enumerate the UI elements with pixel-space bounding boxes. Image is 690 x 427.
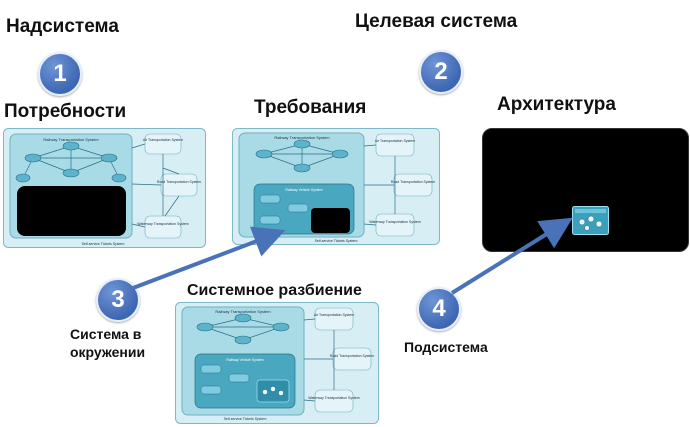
needs-redaction-box	[17, 186, 126, 236]
architecture-subsystem-thumbnail	[572, 206, 609, 235]
road-system-text: Road Transportation System	[157, 180, 201, 184]
requirements-redaction-box	[311, 208, 350, 233]
system-in-environment-label: Система в окружении	[70, 325, 145, 361]
badge-4: 4	[417, 287, 461, 331]
badge-3: 3	[96, 278, 140, 322]
supersystem-title: Надсистема	[6, 16, 119, 37]
target-system-title: Целевая система	[355, 11, 518, 32]
waterway-system-text: Waterway Transportation System	[137, 222, 189, 226]
decomposition-title: Системное разбиение	[187, 282, 362, 299]
system-in-environment-line2: окружении	[70, 344, 146, 360]
railway-system-text: Railway Transportation System	[43, 137, 99, 142]
system-in-environment-line1: Система в	[70, 326, 142, 342]
air-system-text-d: Air Transportation System	[314, 313, 354, 317]
waterway-system-text-b: Waterway Transportation System	[369, 220, 421, 224]
air-system-text: Air Transportation System	[143, 138, 183, 142]
decomposition-diagram: Railway Transportation System Railway Ve…	[175, 302, 379, 424]
railway-system-text-b: Railway Transportation System	[274, 135, 330, 140]
needs-title: Потребности	[4, 101, 127, 122]
road-system-text-b: Road Transportation System	[391, 180, 435, 184]
railway-vehicle-text: Railway Vehicle System	[285, 188, 322, 192]
air-system-text-b: Air Transportation System	[375, 139, 415, 143]
environment-text-b: Self-service Tickets System	[315, 239, 358, 243]
badge-1: 1	[38, 52, 82, 96]
architecture-title: Архитектура	[497, 94, 616, 115]
badge-2: 2	[419, 50, 463, 94]
railway-vehicle-text-d: Railway Vehicle System	[226, 358, 263, 362]
environment-text: Self-service Tickets System	[82, 242, 125, 246]
road-system-text-d: Road Transportation System	[330, 354, 374, 358]
waterway-system-text-d: Waterway Transportation System	[308, 396, 360, 400]
environment-text-d: Self-service Tickets System	[224, 417, 267, 421]
subsystem-label: Подсистема	[404, 339, 488, 355]
requirements-title: Требования	[254, 97, 367, 118]
railway-system-text-d: Railway Transportation System	[215, 309, 271, 314]
